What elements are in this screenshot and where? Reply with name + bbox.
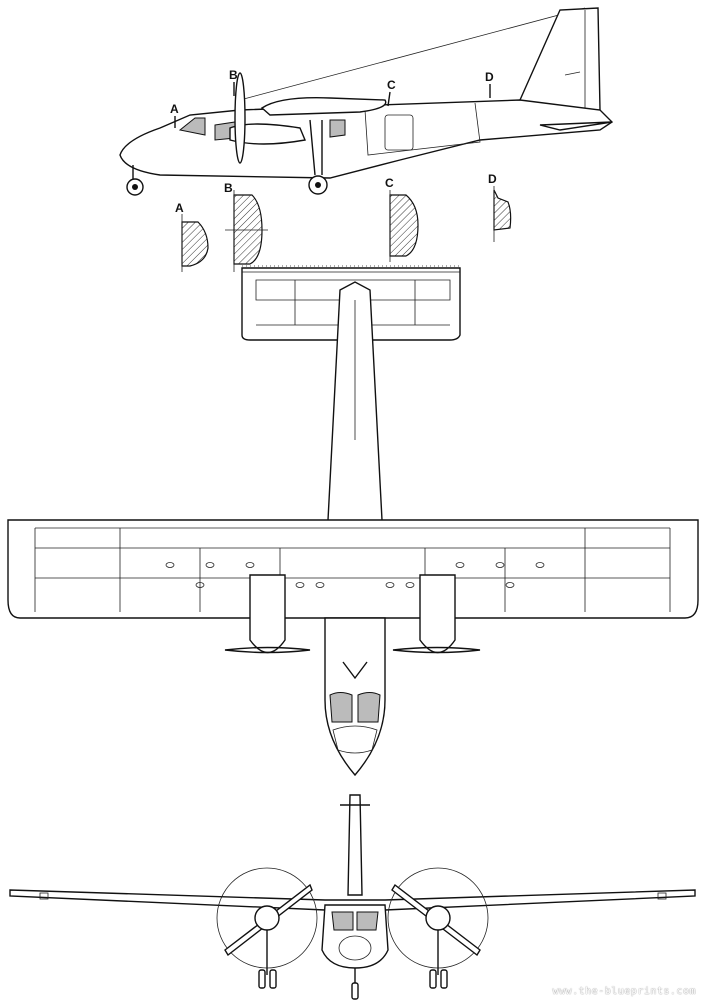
wing-front [9, 889, 696, 911]
fin-front [347, 794, 363, 896]
cross-sections: A B C D [175, 172, 512, 272]
tailplane-side [539, 121, 613, 131]
cargo-door [384, 114, 414, 151]
section-label-c: C [385, 176, 394, 190]
wing-top [7, 519, 699, 619]
left-engine-nacelle-top [249, 574, 286, 654]
section-a [181, 221, 209, 267]
cockpit-window-left [329, 692, 353, 723]
station-label-b: B [229, 68, 238, 82]
aerial-wire [239, 7, 586, 101]
top-view [7, 265, 699, 777]
station-label-a: A [170, 102, 179, 116]
left-spinner [254, 905, 280, 931]
section-b [233, 194, 263, 265]
cockpit-window-right [357, 692, 381, 723]
right-propeller-top [392, 646, 481, 654]
vertical-tail [519, 7, 601, 113]
left-propeller-top [224, 646, 311, 654]
side-view: A B C D [119, 7, 614, 196]
right-spinner [425, 905, 451, 931]
station-label-d: D [485, 70, 494, 84]
section-d [493, 189, 512, 231]
section-label-a: A [175, 201, 184, 215]
wing-side [260, 97, 387, 116]
propeller-side [234, 72, 246, 164]
front-view [9, 794, 696, 1000]
section-label-d: D [488, 172, 497, 186]
section-label-b: B [224, 181, 233, 195]
windscreen [178, 117, 206, 136]
right-engine-nacelle-top [419, 574, 456, 654]
section-c [389, 194, 419, 257]
forward-fuselage-top [324, 617, 386, 777]
main-gear-strut [309, 119, 323, 176]
watermark: www.the-blueprints.com [552, 986, 696, 997]
station-label-c: C [387, 78, 396, 92]
nose-wheel-front [351, 982, 359, 1000]
